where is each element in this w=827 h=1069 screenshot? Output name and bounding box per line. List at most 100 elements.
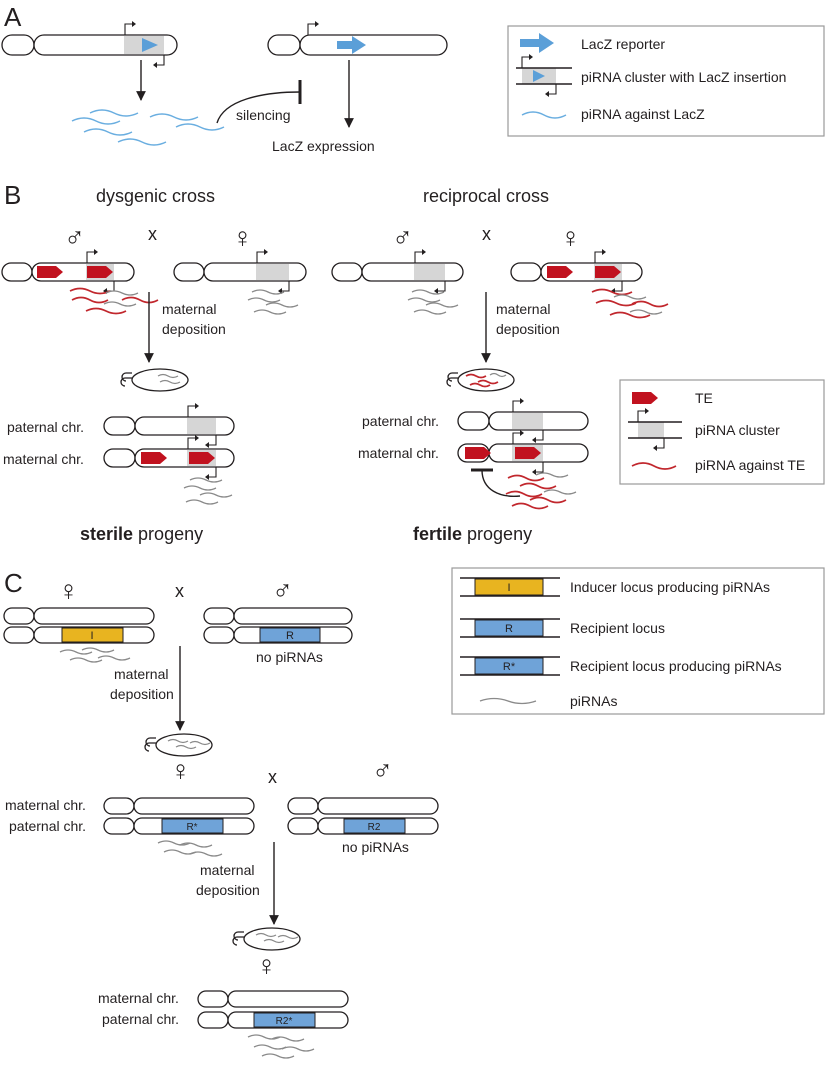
legend-recipient-producing: Recipient locus producing piRNAs <box>570 658 782 674</box>
c3-pirnas <box>247 1034 315 1059</box>
cross-dysgenic: x <box>148 224 157 244</box>
legend-recipient: Recipient locus <box>570 620 665 636</box>
legend-r-star-label: R* <box>503 661 516 673</box>
c3-maternal-label: maternal chr. <box>98 990 179 1006</box>
c2-deposition-1: maternal <box>200 862 254 878</box>
reciprocal-male-chromosome <box>331 248 464 295</box>
inducer-female-chromosomes: I <box>3 607 155 644</box>
c1-deposition-1: maternal <box>114 666 168 682</box>
no-pirnas-c2: no piRNAs <box>342 839 409 855</box>
c-embryo-1 <box>144 733 213 757</box>
legend-lacz-reporter: LacZ reporter <box>581 36 665 52</box>
dysgenic-deposition-2: deposition <box>162 321 226 337</box>
c2-pirnas <box>157 840 223 857</box>
lacz-reporter-chromosome <box>267 20 448 56</box>
lacz-insertion-arrow <box>142 38 158 52</box>
legend-a: LacZ reporter piRNA cluster with LacZ in… <box>507 25 825 137</box>
recipient-2-locus <box>343 818 406 834</box>
legend-pirna-cluster: piRNA cluster <box>695 422 780 438</box>
c2-paternal-label: paternal chr. <box>9 818 86 834</box>
recipient-2-star-locus <box>253 1012 316 1028</box>
dysgenic-female-pirnas <box>247 289 299 315</box>
dysgenic-female-chromosome <box>173 248 307 295</box>
dysgenic-progeny: sterile progeny <box>80 524 203 544</box>
recipient-locus <box>259 627 321 643</box>
recipient-2-star-locus-label: R2* <box>276 1016 293 1027</box>
recipient-male-chromosomes: R <box>203 607 353 644</box>
legend-pirna-te: piRNA against TE <box>695 457 805 473</box>
reciprocal-maternal-label: maternal chr. <box>358 445 439 461</box>
reciprocal-paternal-label: paternal chr. <box>362 413 439 429</box>
cross-c2: x <box>268 767 277 787</box>
legend-cluster-insertion: piRNA cluster with LacZ insertion <box>581 69 786 85</box>
dysgenic-deposition-1: maternal <box>162 301 216 317</box>
panel-label-c: C <box>4 568 23 598</box>
dysgenic-paternal-chromosome <box>103 402 235 449</box>
dysgenic-progeny-pirnas <box>183 477 233 505</box>
panel-label-b: B <box>4 180 21 210</box>
legend-lacz-arrow-icon <box>520 33 554 53</box>
c1-deposition-2: deposition <box>110 686 174 702</box>
legend-pirna-lacz: piRNA against LacZ <box>581 106 705 122</box>
cross-c1: x <box>175 581 184 601</box>
legend-r-label: R <box>505 623 513 635</box>
female-symbol-c2: ♀ <box>170 755 191 786</box>
legend-pirnas: piRNAs <box>570 693 617 709</box>
recipient-star-locus <box>161 818 224 834</box>
recipient-locus-label: R <box>286 630 294 642</box>
silencing-label: silencing <box>236 107 290 123</box>
lacz-expression-label: LacZ expression <box>272 138 375 154</box>
lacz-reporter-arrow <box>337 36 366 54</box>
legend-pirna-te-icon <box>631 462 677 470</box>
silencing-arc <box>216 91 301 124</box>
reciprocal-silencing-arc <box>481 469 521 497</box>
legend-pirna-lacz-icon <box>521 111 567 119</box>
reciprocal-female-pirnas <box>591 288 669 319</box>
reciprocal-deposition-1: maternal <box>496 301 550 317</box>
c-embryo-2 <box>232 927 301 951</box>
legend-pirnas-icon <box>479 697 537 705</box>
female-symbol-c3: ♀ <box>256 950 277 981</box>
legend-b: TE piRNA cluster piRNA against TE <box>619 379 825 485</box>
male-symbol-c1: ♂ <box>272 575 293 606</box>
female-symbol-reciprocal: ♀ <box>560 222 581 253</box>
dysgenic-maternal-label: maternal chr. <box>3 451 84 467</box>
legend-inducer: Inducer locus producing piRNAs <box>570 579 770 595</box>
reciprocal-female-chromosome <box>510 248 643 295</box>
panel-label-a: A <box>4 2 22 32</box>
dysgenic-male-pirnas <box>69 287 159 315</box>
female-symbol-c1: ♀ <box>58 575 79 606</box>
reciprocal-deposition-2: deposition <box>496 321 560 337</box>
dysgenic-embryo <box>120 368 189 392</box>
inducer-locus <box>61 627 124 643</box>
pirna-lacz-waves <box>71 109 225 146</box>
c3-chromosomes: R2* <box>197 990 349 1029</box>
female-symbol-dysgenic: ♀ <box>232 222 253 253</box>
reciprocal-male-pirnas <box>407 289 459 315</box>
reciprocal-embryo <box>446 368 515 392</box>
c2-maternal-label: maternal chr. <box>5 797 86 813</box>
reciprocal-maternal-chromosome <box>457 429 589 476</box>
reciprocal-progeny-pirnas <box>505 472 577 510</box>
c2-female-chromosomes: R* <box>103 797 255 835</box>
recipient-star-locus-label: R* <box>186 822 197 833</box>
reciprocal-progeny: fertile progeny <box>413 524 532 544</box>
reciprocal-title: reciprocal cross <box>423 186 549 206</box>
male-symbol-c2: ♂ <box>372 755 393 786</box>
inducer-pirnas <box>59 647 131 663</box>
legend-te: TE <box>695 390 713 406</box>
recipient-2-locus-label: R2 <box>368 822 381 833</box>
cross-reciprocal: x <box>482 224 491 244</box>
c3-paternal-label: paternal chr. <box>102 1011 179 1027</box>
reciprocal-paternal-chromosome <box>457 397 589 444</box>
no-pirnas-c1: no piRNAs <box>256 649 323 665</box>
dysgenic-title: dysgenic cross <box>96 186 215 206</box>
male-symbol-dysgenic: ♂ <box>64 222 85 253</box>
inducer-locus-label: I <box>90 630 93 642</box>
c2-male-chromosomes: R2 <box>287 797 439 835</box>
dysgenic-maternal-chromosome <box>103 434 235 481</box>
c2-deposition-2: deposition <box>196 882 260 898</box>
dysgenic-male-chromosome <box>1 248 135 295</box>
male-symbol-reciprocal: ♂ <box>392 222 413 253</box>
